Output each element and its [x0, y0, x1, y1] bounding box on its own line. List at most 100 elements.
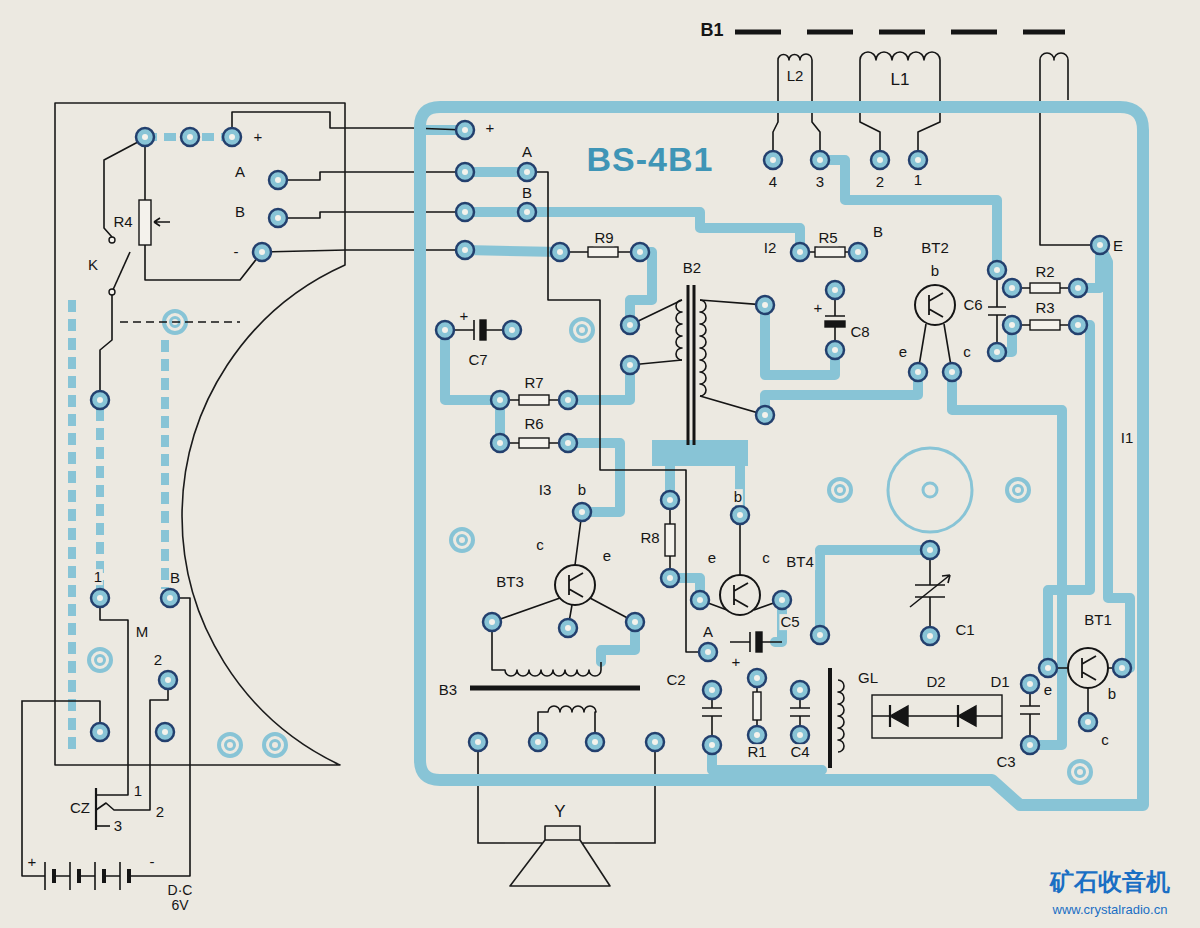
- pads: [756, 406, 774, 424]
- part-label: b: [930, 263, 940, 279]
- part-label: +: [813, 300, 824, 316]
- copper-traces: [630, 252, 652, 325]
- pads: [921, 627, 939, 645]
- component-bodies: [815, 247, 845, 257]
- pads: [483, 613, 501, 631]
- pads: [621, 316, 639, 334]
- pin-label: 1: [133, 783, 143, 799]
- pads: [871, 151, 889, 169]
- pads: [573, 503, 591, 521]
- battery: +-D·C 6V: [12, 842, 215, 920]
- pads: [748, 726, 766, 744]
- part-label: c: [535, 537, 545, 553]
- part-label: b: [1107, 686, 1117, 702]
- part-label: +: [459, 308, 470, 324]
- transistor-symbols: [1068, 648, 1108, 688]
- pads: [436, 321, 454, 339]
- transistor-symbols: [555, 285, 1108, 688]
- pcb-board-outline: [412, 100, 1152, 812]
- pads: [503, 321, 521, 339]
- component-bodies: [665, 524, 675, 556]
- pin-label: +: [253, 129, 264, 145]
- pin-label: R4: [112, 214, 133, 230]
- pads: [731, 506, 749, 524]
- wires: [828, 668, 832, 768]
- part-label: C2: [665, 672, 686, 688]
- pads: [631, 243, 649, 261]
- copper-traces: [712, 745, 822, 770]
- pin-label: -: [233, 244, 240, 260]
- dashed-traces: [72, 137, 232, 750]
- wires: [112, 252, 130, 292]
- part-label: A: [702, 624, 714, 640]
- part-label: R8: [639, 530, 660, 546]
- pin-label: 2: [153, 652, 163, 668]
- mounting-holes: [829, 479, 851, 501]
- pads: [1003, 279, 1021, 297]
- pads: [621, 356, 639, 374]
- part-label: c: [761, 550, 771, 566]
- control-board: +ABR4-K1BM2: [55, 100, 346, 768]
- part-label: D1: [989, 674, 1010, 690]
- wires: [676, 300, 682, 360]
- component-bodies: [756, 632, 762, 652]
- component-bodies: [825, 321, 845, 327]
- part-label: c: [1100, 732, 1110, 748]
- pads: [91, 723, 109, 741]
- pads: [518, 163, 536, 181]
- pads: [91, 121, 1131, 754]
- dashed-traces: [96, 409, 104, 589]
- part-label: C3: [995, 754, 1016, 770]
- pin-label: A: [234, 164, 246, 180]
- wires: [527, 172, 708, 652]
- pads: [456, 203, 474, 221]
- pads: [136, 128, 154, 146]
- dashed-traces: [68, 300, 76, 750]
- pin-label: K: [87, 257, 99, 273]
- pads: [156, 723, 174, 741]
- part-label: +: [485, 120, 496, 136]
- wire: [346, 127, 412, 129]
- pads: [1091, 236, 1109, 254]
- wires: [492, 512, 635, 628]
- wires: [45, 862, 120, 890]
- pads: [909, 363, 927, 381]
- wires: [700, 300, 706, 396]
- pads: [943, 363, 961, 381]
- wire: [127, 768, 129, 778]
- part-label: BT1: [1083, 612, 1113, 628]
- speaker-outline: [505, 826, 615, 886]
- part-label: B2: [682, 260, 702, 276]
- pads: [1069, 279, 1087, 297]
- pads: [529, 733, 547, 751]
- transistor-symbols: [555, 565, 595, 605]
- wires: [838, 680, 844, 752]
- component-bodies: [139, 200, 151, 245]
- mounting-holes: [89, 649, 111, 671]
- part-label: D2: [925, 674, 946, 690]
- wire: [478, 786, 505, 843]
- part-label: BT4: [785, 554, 815, 570]
- component-bodies: [1030, 320, 1060, 330]
- pads: [253, 243, 271, 261]
- dashed-traces: [161, 340, 169, 589]
- pads: [223, 128, 241, 146]
- part-label: R6: [523, 416, 544, 432]
- pin-label: Y: [553, 803, 566, 821]
- part-label: B3: [438, 682, 458, 698]
- part-label: R1: [746, 744, 767, 760]
- board-title: BS-4B1: [586, 142, 715, 178]
- wire: [189, 768, 191, 842]
- pads: [269, 171, 287, 189]
- part-label: 1: [913, 172, 923, 188]
- mounting-holes: [89, 311, 1091, 783]
- pin-label: B: [169, 570, 181, 586]
- pads: [661, 569, 679, 587]
- pads: [456, 121, 474, 139]
- pads: [91, 589, 109, 607]
- component-bodies: [519, 395, 549, 405]
- part-label: A: [521, 144, 533, 160]
- component-bodies: [480, 320, 486, 340]
- part-label: C4: [789, 744, 810, 760]
